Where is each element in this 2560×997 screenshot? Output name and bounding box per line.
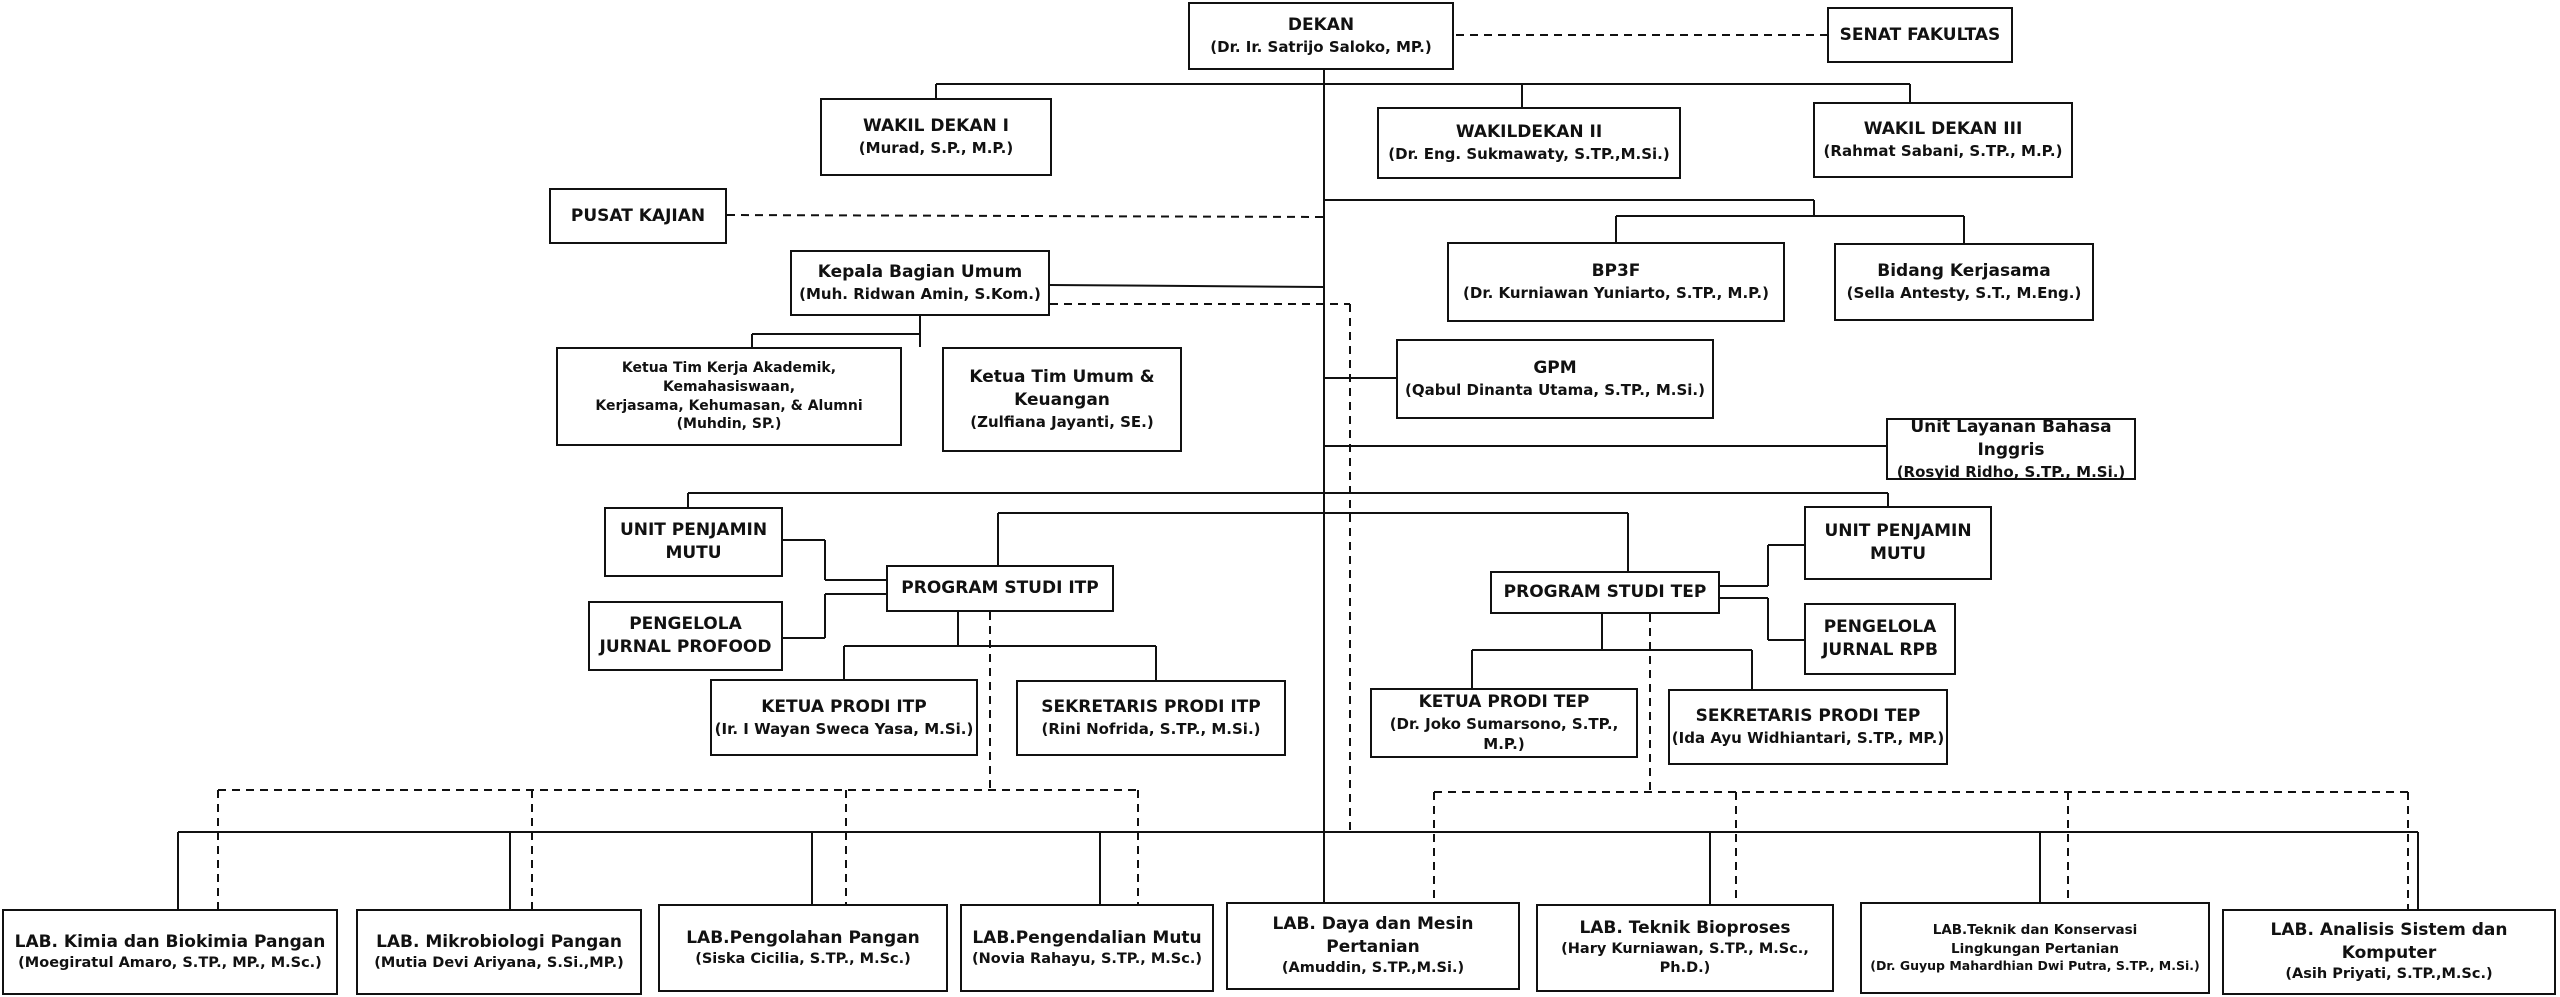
wakil1-title: WAKIL DEKAN I: [863, 116, 1009, 137]
wakil3-title: WAKIL DEKAN III: [1863, 119, 2023, 140]
bp3f-box: BP3F (Dr. Kurniawan Yuniarto, S.TP., M.P…: [1447, 242, 1785, 322]
jurnal-tep-line1: PENGELOLA: [1823, 617, 1937, 638]
lab-box-pengendalian-mutu: LAB.Pengendalian Mutu (Novia Rahayu, S.T…: [960, 904, 1214, 992]
lab-head-name: (Siska Cicilia, S.TP., M.Sc.): [695, 950, 911, 967]
kaprodi-tep-title: KETUA PRODI TEP: [1418, 692, 1590, 713]
unit-penjamin-mutu-itp-box: UNIT PENJAMIN MUTU: [604, 507, 783, 577]
upm-tep-line2: MUTU: [1869, 544, 1927, 564]
sekprodi-itp-title: SEKRETARIS PRODI ITP: [1041, 697, 1261, 718]
unit-layanan-bahasa-inggris-box: Unit Layanan Bahasa Inggris (Rosyid Ridh…: [1886, 418, 2136, 480]
sekretaris-prodi-tep-box: SEKRETARIS PRODI TEP (Ida Ayu Widhiantar…: [1668, 689, 1948, 765]
sekretaris-prodi-itp-box: SEKRETARIS PRODI ITP (Rini Nofrida, S.TP…: [1016, 680, 1286, 756]
timakad-title-line1: Ketua Tim Kerja Akademik, Kemahasiswaan,: [621, 359, 837, 395]
gpm-box: GPM (Qabul Dinanta Utama, S.TP., M.Si.): [1396, 339, 1714, 419]
timakad-title-line2: Kerjasama, Kehumasan, & Alumni: [595, 397, 863, 414]
timumum-name: (Zulfiana Jayanti, SE.): [970, 413, 1154, 432]
lab-title: LAB.Pengendalian Mutu: [972, 927, 1202, 948]
jurnal-itp-line1: PENGELOLA: [629, 614, 742, 635]
lab-head-name: (Novia Rahayu, S.TP., M.Sc.): [972, 950, 1202, 967]
lab-head-name: (Hary Kurniawan, S.TP., M.Sc., Ph.D.): [1561, 940, 1809, 977]
ps-tep-title: PROGRAM STUDI TEP: [1503, 582, 1707, 603]
kaprodi-itp-name: (Ir. I Wayan Sweca Yasa, M.Si.): [714, 719, 974, 738]
lab-head-name: (Moegiratul Amaro, S.TP., MP., M.Sc.): [18, 954, 322, 971]
ketua-tim-akademik-box: Ketua Tim Kerja Akademik, Kemahasiswaan,…: [556, 347, 902, 446]
kepala-bagian-umum-box: Kepala Bagian Umum (Muh. Ridwan Amin, S.…: [790, 250, 1050, 316]
kabag-title: Kepala Bagian Umum: [817, 262, 1023, 283]
sekprodi-itp-name: (Rini Nofrida, S.TP., M.Si.): [1041, 720, 1261, 739]
pusat-kajian-box: PUSAT KAJIAN: [549, 188, 727, 244]
wakil2-name: (Dr. Eng. Sukmawaty, S.TP.,M.Si.): [1388, 145, 1670, 164]
lab-title: LAB. Kimia dan Biokimia Pangan: [14, 931, 326, 952]
pusat-title: PUSAT KAJIAN: [570, 205, 706, 226]
lab-box-pengolahan-pangan: LAB.Pengolahan Pangan (Siska Cicilia, S.…: [658, 904, 948, 992]
lab-box-analisis-sistem: LAB. Analisis Sistem dan Komputer (Asih …: [2222, 909, 2556, 995]
pengelola-jurnal-rpb-box: PENGELOLA JURNAL RPB: [1804, 603, 1956, 675]
lab-box-mikrobiologi: LAB. Mikrobiologi Pangan (Mutia Devi Ari…: [356, 909, 642, 995]
wakil-dekan-1-box: WAKIL DEKAN I (Murad, S.P., M.P.): [820, 98, 1052, 176]
lab-head-name: (Dr. Guyup Mahardhian Dwi Putra, S.TP., …: [1870, 957, 2200, 973]
senat-title: SENAT FAKULTAS: [1839, 24, 2001, 45]
upm-itp-line2: MUTU: [665, 543, 722, 563]
lab-head-name: (Asih Priyati, S.TP.,M.Sc.): [2285, 966, 2493, 983]
wakil2-title: WAKILDEKAN II: [1455, 122, 1603, 143]
program-studi-itp-box: PROGRAM STUDI ITP: [886, 565, 1114, 612]
lab-title: LAB. Analisis Sistem dan Komputer: [2270, 920, 2508, 964]
jurnal-tep-line2: JURNAL RPB: [1822, 640, 1938, 660]
lab-head-name: (Amuddin, S.TP.,M.Si.): [1281, 960, 1465, 977]
bp3f-title: BP3F: [1591, 261, 1641, 282]
pengelola-jurnal-profood-box: PENGELOLA JURNAL PROFOOD: [588, 601, 783, 671]
gpm-title: GPM: [1533, 358, 1577, 379]
unit-penjamin-mutu-tep-box: UNIT PENJAMIN MUTU: [1804, 506, 1992, 580]
dekan-title: DEKAN: [1287, 15, 1355, 36]
jurnal-itp-line2: JURNAL PROFOOD: [599, 637, 772, 657]
ketua-prodi-itp-box: KETUA PRODI ITP (Ir. I Wayan Sweca Yasa,…: [710, 679, 978, 756]
lab-box-daya-mesin: LAB. Daya dan Mesin Pertanian (Amuddin, …: [1226, 902, 1520, 990]
kerjasama-name: (Sella Antesty, S.T., M.Eng.): [1846, 284, 2082, 303]
lab-title: LAB.Pengolahan Pangan: [686, 927, 920, 948]
bidang-kerjasama-box: Bidang Kerjasama (Sella Antesty, S.T., M…: [1834, 243, 2094, 321]
lab-title: LAB. Daya dan Mesin Pertanian: [1272, 914, 1474, 958]
kaprodi-itp-title: KETUA PRODI ITP: [761, 696, 927, 717]
ulbi-title: Unit Layanan Bahasa Inggris: [1910, 418, 2112, 460]
bp3f-name: (Dr. Kurniawan Yuniarto, S.TP., M.P.): [1463, 284, 1769, 303]
sekprodi-tep-title: SEKRETARIS PRODI TEP: [1695, 706, 1921, 727]
ketua-prodi-tep-box: KETUA PRODI TEP (Dr. Joko Sumarsono, S.T…: [1370, 688, 1638, 758]
lab-head-name: (Mutia Devi Ariyana, S.Si.,MP.): [374, 954, 624, 971]
upm-tep-line1: UNIT PENJAMIN: [1824, 521, 1972, 542]
kaprodi-tep-name: (Dr. Joko Sumarsono, S.TP., M.P.): [1389, 715, 1619, 754]
timumum-title-line1: Ketua Tim Umum &: [969, 367, 1155, 388]
dekan-name: (Dr. Ir. Satrijo Saloko, MP.): [1210, 38, 1432, 57]
ketua-tim-umum-box: Ketua Tim Umum & Keuangan (Zulfiana Jaya…: [942, 347, 1182, 452]
kabag-name: (Muh. Ridwan Amin, S.Kom.): [799, 285, 1041, 304]
gpm-name: (Qabul Dinanta Utama, S.TP., M.Si.): [1405, 381, 1705, 400]
upm-itp-line1: UNIT PENJAMIN: [619, 520, 768, 541]
lab-title: LAB. Teknik Bioproses: [1579, 917, 1791, 938]
lab-title: LAB. Mikrobiologi Pangan: [376, 931, 622, 952]
kerjasama-title: Bidang Kerjasama: [1877, 261, 2051, 282]
wakil-dekan-2-box: WAKILDEKAN II (Dr. Eng. Sukmawaty, S.TP.…: [1377, 107, 1681, 179]
ulbi-name: (Rosyid Ridho, S.TP., M.Si.): [1896, 462, 2126, 480]
ps-itp-title: PROGRAM STUDI ITP: [901, 578, 1099, 599]
timumum-title-line2: Keuangan: [1014, 390, 1110, 411]
dekan-box: DEKAN (Dr. Ir. Satrijo Saloko, MP.): [1188, 2, 1454, 70]
lab-box-teknik-bioproses: LAB. Teknik Bioproses (Hary Kurniawan, S…: [1536, 904, 1834, 992]
wakil3-name: (Rahmat Sabani, S.TP., M.P.): [1823, 142, 2063, 161]
wakil1-name: (Murad, S.P., M.P.): [858, 139, 1014, 158]
lab-box-kimia-biokimia: LAB. Kimia dan Biokimia Pangan (Moegirat…: [2, 909, 338, 995]
timakad-name: (Muhdin, SP.): [676, 416, 782, 433]
senat-fakultas-box: SENAT FAKULTAS: [1827, 7, 2013, 63]
sekprodi-tep-name: (Ida Ayu Widhiantari, S.TP., MP.): [1671, 729, 1945, 748]
wakil-dekan-3-box: WAKIL DEKAN III (Rahmat Sabani, S.TP., M…: [1813, 102, 2073, 178]
lab-title: LAB.Teknik dan Konservasi Lingkungan Per…: [1932, 922, 2138, 957]
program-studi-tep-box: PROGRAM STUDI TEP: [1490, 571, 1720, 614]
lab-box-teknik-konservasi: LAB.Teknik dan Konservasi Lingkungan Per…: [1860, 902, 2210, 994]
